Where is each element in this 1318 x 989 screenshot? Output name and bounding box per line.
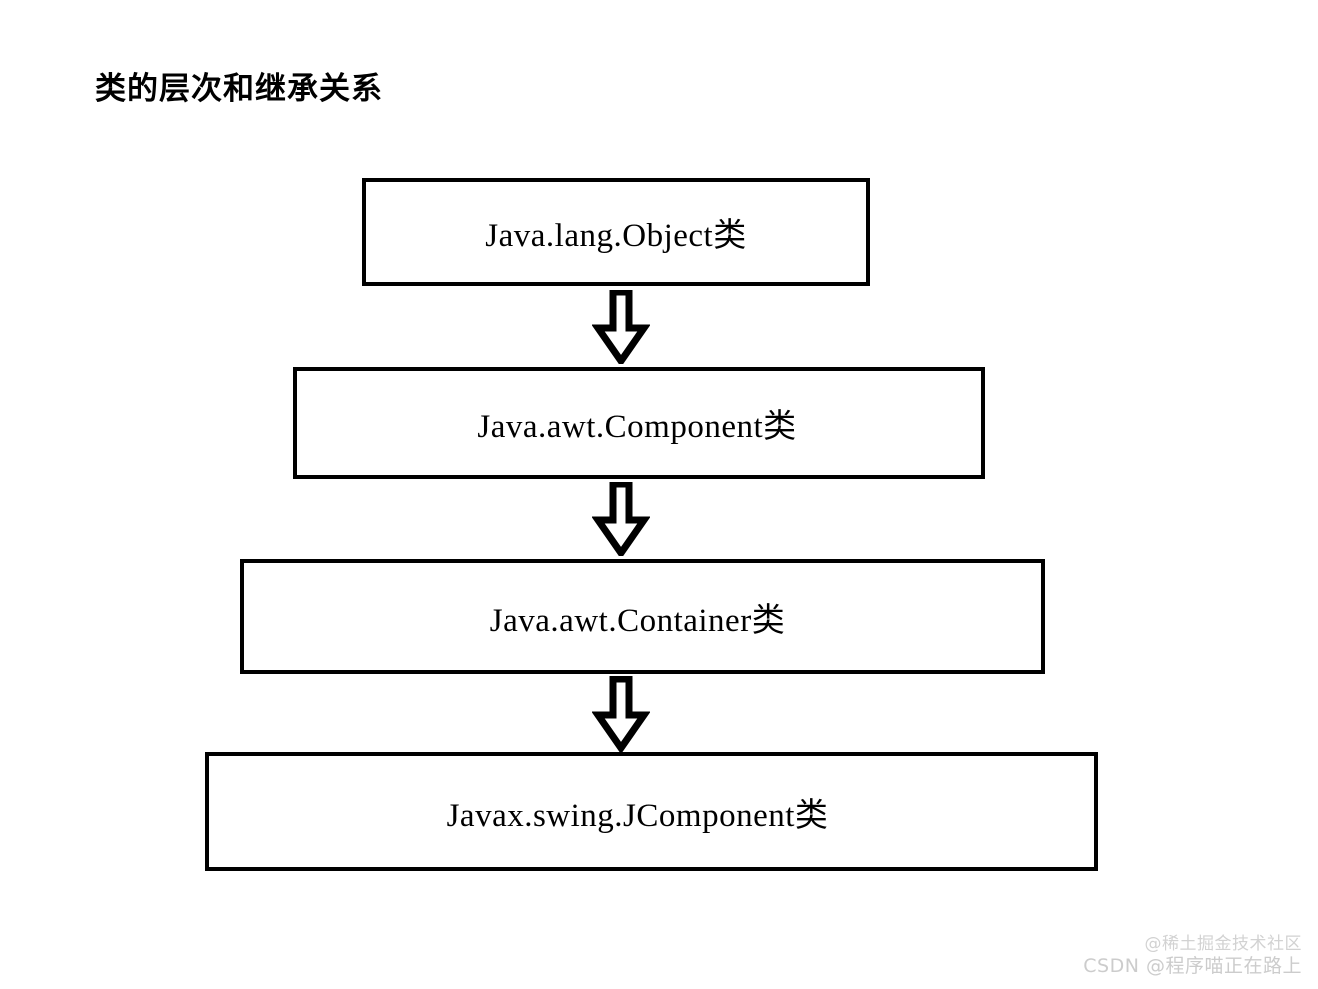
watermark-line-juejin: @稀土掘金技术社区 <box>1144 934 1302 954</box>
arrow-down-icon-container-to-jcomponent <box>592 676 650 752</box>
page-title: 类的层次和继承关系 <box>95 71 383 107</box>
watermark-line-csdn: CSDN @程序喵正在路上 <box>1083 955 1302 978</box>
node-label-component: Java.awt.Component类 <box>477 409 797 445</box>
node-label-container: Java.awt.Container类 <box>489 602 786 639</box>
node-box-object[interactable]: Java.lang.Object类 <box>362 178 870 286</box>
node-box-container[interactable]: Java.awt.Container类 <box>240 559 1045 674</box>
arrow-down-icon-object-to-component <box>592 290 650 364</box>
watermark: @稀土掘金技术社区 CSDN @程序喵正在路上 <box>1083 934 1302 979</box>
arrow-down-icon-component-to-container <box>592 482 650 556</box>
node-label-jcomponent: Javax.swing.JComponent类 <box>446 797 829 834</box>
node-box-component[interactable]: Java.awt.Component类 <box>293 367 985 479</box>
node-label-object: Java.lang.Object类 <box>485 218 747 254</box>
node-box-jcomponent[interactable]: Javax.swing.JComponent类 <box>205 752 1098 871</box>
